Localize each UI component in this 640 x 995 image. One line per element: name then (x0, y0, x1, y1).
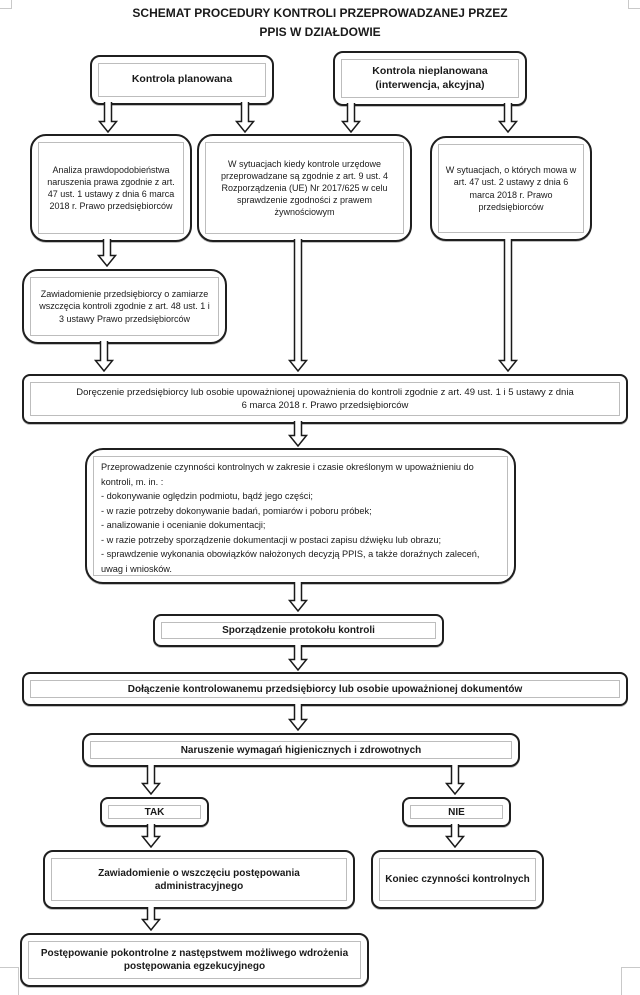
node-documents-attachment: Dołączenie kontrolowanemu przedsiębiorcy… (22, 672, 628, 706)
node-label: Doręczenie przedsiębiorcy lub osobie upo… (76, 386, 574, 411)
node-label: Naruszenie wymagań higienicznych i zdrow… (180, 744, 422, 756)
node-label: NIE (448, 806, 465, 818)
node-admin-proceedings: Zawiadomienie o wszczęciu postępowania a… (43, 850, 355, 909)
list-item: - dokonywanie oględzin podmiotu, bądź je… (101, 491, 313, 502)
flow-arrow-icon (234, 102, 256, 133)
node-branch-yes: TAK (100, 797, 209, 827)
flow-arrow-icon (497, 239, 519, 372)
flow-arrow-icon (140, 907, 162, 931)
flow-arrow-icon (140, 824, 162, 848)
flow-arrow-icon (287, 421, 309, 447)
node-notice-of-intent: Zawiadomienie przedsiębiorcy o zamiarze … (22, 269, 227, 344)
node-protocol: Sporządzenie protokołu kontroli (153, 614, 444, 647)
flow-arrow-icon (444, 765, 466, 795)
node-label: Przeprowadzenie czynności kontrolnych w … (101, 462, 474, 487)
node-post-control-proceedings: Postępowanie pokontrolne z następstwem m… (20, 933, 369, 987)
flow-arrow-icon (444, 824, 466, 848)
page-title: SCHEMAT PROCEDURY KONTROLI PRZEPROWADZAN… (132, 6, 508, 20)
flow-arrow-icon (340, 103, 362, 133)
node-control-activities: Przeprowadzenie czynności kontrolnych w … (85, 448, 516, 584)
list-item: - w razie potrzeby dokonywanie badań, po… (101, 505, 372, 516)
list-item: - w razie potrzeby sporządzenie dokument… (101, 534, 442, 545)
flow-arrow-icon (97, 102, 119, 133)
page-margin-mark (628, 0, 640, 9)
node-label: Dołączenie kontrolowanemu przedsiębiorcy… (127, 683, 523, 695)
node-end-of-control: Koniec czynności kontrolnych (371, 850, 544, 909)
flow-arrow-icon (96, 239, 118, 267)
node-official-controls: W sytuacjach kiedy kontrole urzędowe prz… (197, 134, 412, 242)
node-probability-analysis: Analiza prawdopodobieństwa naruszenia pr… (30, 134, 192, 242)
flow-arrow-icon (497, 103, 519, 133)
node-authorization-delivery: Doręczenie przedsiębiorcy lub osobie upo… (22, 374, 628, 424)
node-branch-no: NIE (402, 797, 511, 827)
node-label: Kontrola planowana (131, 73, 233, 86)
list-item: - sprawdzenie wykonania obowiązków nałoż… (101, 549, 480, 574)
node-label: Zawiadomienie przedsiębiorcy o zamiarze … (39, 289, 210, 324)
flow-arrow-icon (287, 582, 309, 612)
node-label: Koniec czynności kontrolnych (385, 874, 530, 885)
page-margin-mark (621, 967, 640, 995)
node-label: Analiza prawdopodobieństwa naruszenia pr… (47, 164, 175, 212)
list-item: - analizowanie i ocenianie dokumentacji; (101, 520, 266, 531)
node-label: Postępowanie pokontrolne z następstwem m… (40, 948, 349, 972)
flow-arrow-icon (287, 239, 309, 372)
node-unplanned-control: Kontrola nieplanowana (interwencja, akcy… (333, 51, 527, 106)
page-margin-mark (0, 0, 12, 9)
node-label: TAK (144, 806, 165, 818)
page-title: PPIS W DZIAŁDOWIE (259, 25, 381, 39)
flow-arrow-icon (287, 704, 309, 731)
flow-arrow-icon (287, 645, 309, 671)
flow-arrow-icon (140, 765, 162, 795)
node-label: W sytuacjach, o których mowa w art. 47 u… (445, 165, 577, 212)
node-planned-control: Kontrola planowana (90, 55, 274, 105)
node-label: Sporządzenie protokołu kontroli (222, 625, 375, 636)
flow-arrow-icon (93, 341, 115, 372)
node-label: W sytuacjach kiedy kontrole urzędowe prz… (220, 158, 389, 218)
node-art47-situations: W sytuacjach, o których mowa w art. 47 u… (430, 136, 592, 241)
node-label: Kontrola nieplanowana (interwencja, akcy… (372, 64, 488, 91)
node-label: Zawiadomienie o wszczęciu postępowania a… (98, 867, 300, 892)
page-margin-mark (0, 967, 19, 995)
node-violation-decision: Naruszenie wymagań higienicznych i zdrow… (82, 733, 520, 767)
